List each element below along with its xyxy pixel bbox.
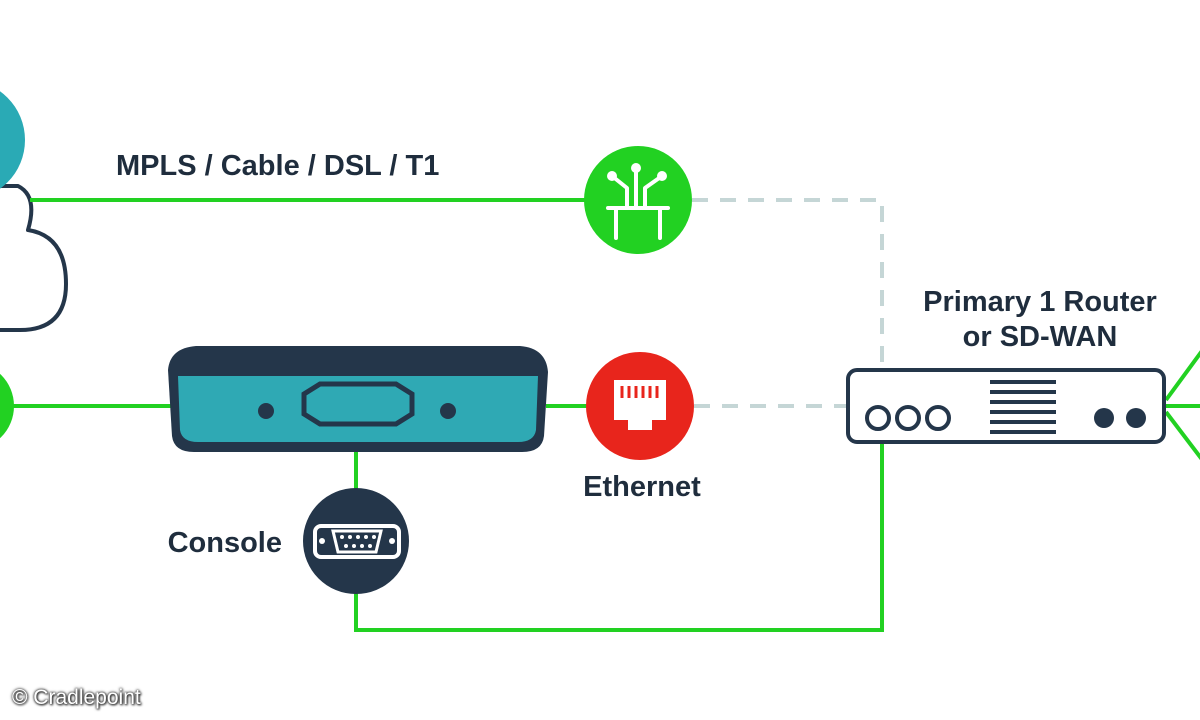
fiber-modem-icon <box>584 146 692 254</box>
wan-link-label: MPLS / Cable / DSL / T1 <box>116 150 439 182</box>
copyright-credit: © Cradlepoint <box>12 686 141 709</box>
ethernet-label: Ethernet <box>583 471 701 503</box>
modem-router-dashed-line <box>692 198 884 370</box>
left-green-node <box>0 373 14 439</box>
ethernet-port-icon <box>586 352 694 460</box>
cloud-icon <box>0 184 68 332</box>
primary-router-label-line1: Primary 1 Router <box>923 286 1157 318</box>
serial-console-port-icon <box>303 488 409 594</box>
primary-router-label-line2: or SD-WAN <box>963 321 1118 353</box>
router-out-lines <box>1164 350 1200 461</box>
cloud-teal-node <box>0 91 25 189</box>
cradlepoint-router-device <box>168 346 548 452</box>
primary-router-device <box>846 368 1166 444</box>
console-label: Console <box>168 527 282 559</box>
